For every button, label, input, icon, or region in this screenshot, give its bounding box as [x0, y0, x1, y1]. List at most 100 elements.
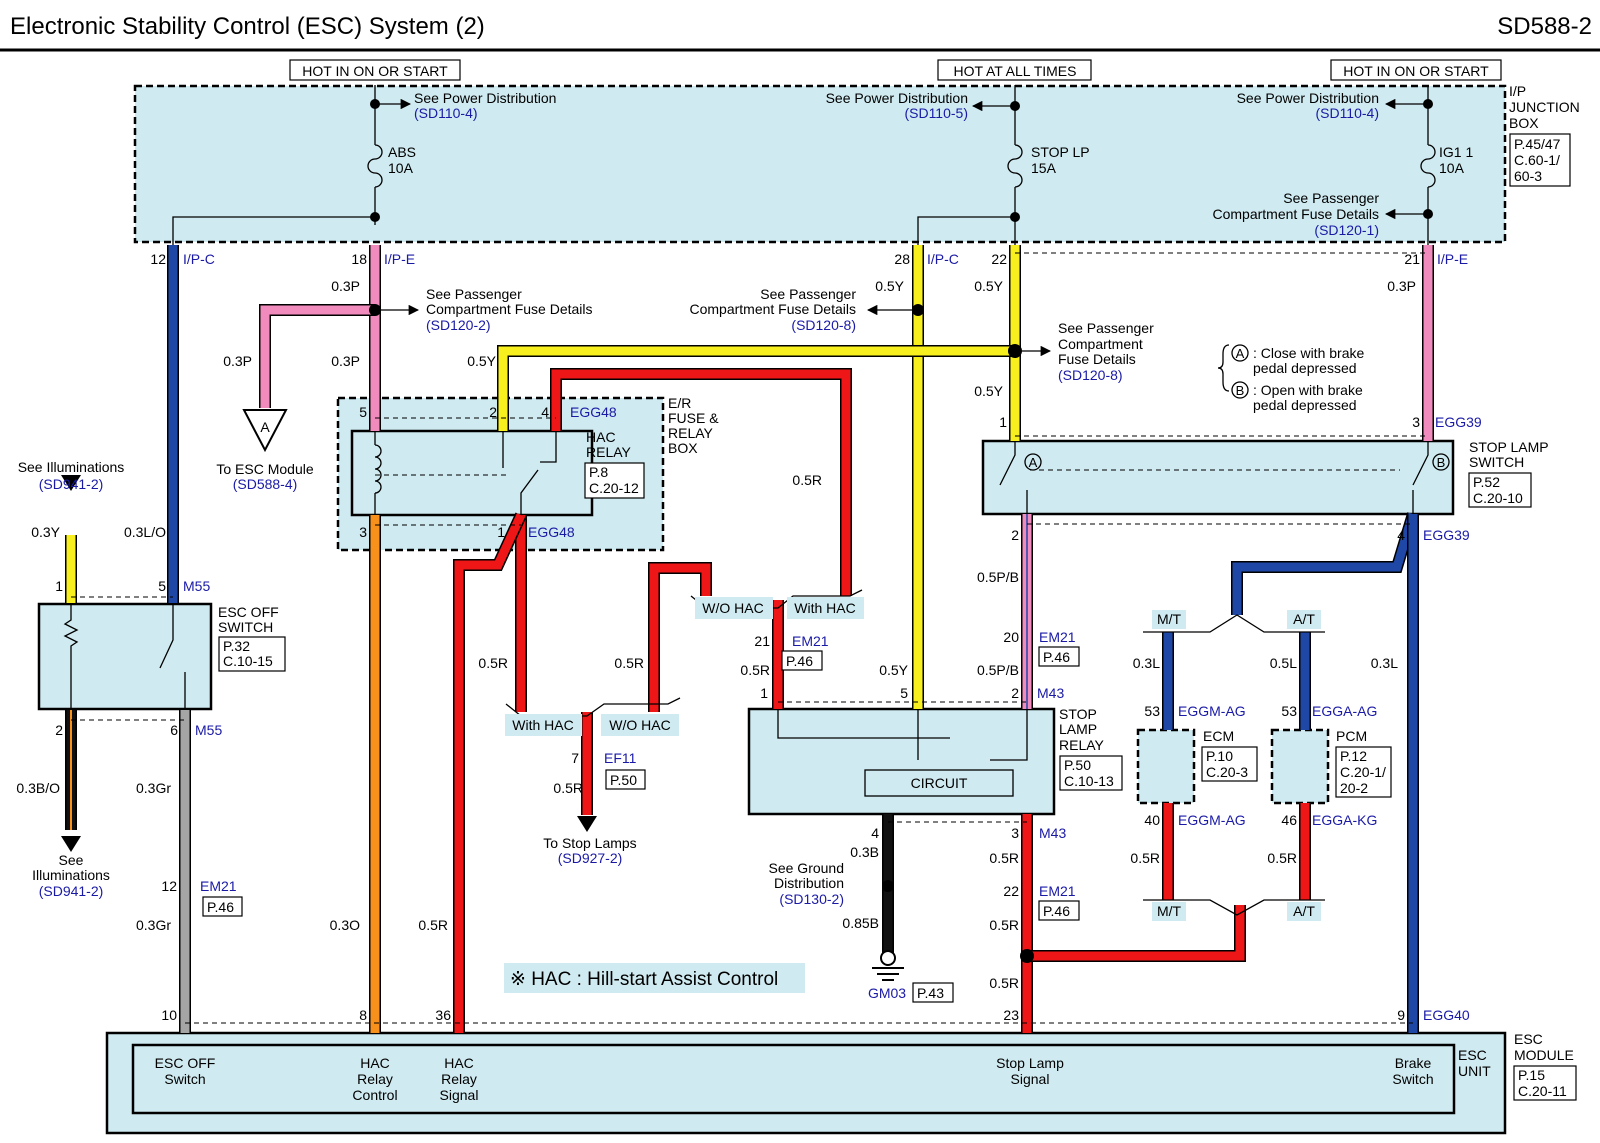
svg-text:2: 2 — [55, 722, 63, 738]
svg-text:RELAY: RELAY — [668, 425, 714, 441]
svg-text:M55: M55 — [183, 578, 210, 594]
svg-text:EGG48: EGG48 — [528, 524, 575, 540]
svg-text:0.5P/B: 0.5P/B — [977, 662, 1019, 678]
svg-text:P.50: P.50 — [1064, 757, 1091, 773]
svg-text:22: 22 — [1003, 883, 1019, 899]
connector-a-triangle — [242, 409, 288, 453]
svg-text:Switch: Switch — [1392, 1071, 1433, 1087]
svg-text:C.20-3: C.20-3 — [1206, 764, 1248, 780]
svg-text:SWITCH: SWITCH — [1469, 454, 1524, 470]
svg-text:(SD120-8): (SD120-8) — [1058, 367, 1123, 383]
svg-text:P.43: P.43 — [917, 985, 944, 1001]
svg-text:Signal: Signal — [440, 1087, 479, 1103]
svg-text:0.3L: 0.3L — [1371, 655, 1398, 671]
svg-text:21: 21 — [754, 633, 770, 649]
labels: See Power Distribution (SD110-4) See Pow… — [16, 83, 1580, 1101]
svg-text:See Ground: See Ground — [769, 860, 845, 876]
svg-text:0.5R: 0.5R — [553, 780, 583, 796]
svg-text:ABS: ABS — [388, 144, 416, 160]
svg-text:1: 1 — [55, 578, 63, 594]
junction-dots — [369, 99, 1433, 963]
svg-text:6: 6 — [170, 722, 178, 738]
svg-text:With HAC: With HAC — [512, 717, 573, 733]
svg-text:A: A — [1236, 346, 1245, 361]
svg-text:EGGM-AG: EGGM-AG — [1178, 812, 1246, 828]
svg-text:3: 3 — [1412, 414, 1420, 430]
svg-text:PCM: PCM — [1336, 728, 1367, 744]
svg-text:(SD941-2): (SD941-2) — [39, 883, 104, 899]
svg-text:0.5R: 0.5R — [989, 975, 1019, 991]
arrow-down-icon — [577, 816, 597, 832]
svg-text:4: 4 — [1397, 527, 1405, 543]
svg-text:C.20-11: C.20-11 — [1518, 1083, 1567, 1099]
svg-text:5: 5 — [900, 685, 908, 701]
svg-text:Control: Control — [352, 1087, 397, 1103]
svg-text:: Open with brake: : Open with brake — [1253, 382, 1363, 398]
ecm-box — [1136, 728, 1196, 805]
svg-text:pedal depressed: pedal depressed — [1253, 397, 1357, 413]
svg-text:7: 7 — [571, 750, 579, 766]
svg-text:(SD927-2): (SD927-2) — [558, 850, 623, 866]
svg-text:STOP LAMP: STOP LAMP — [1469, 439, 1549, 455]
svg-text:12: 12 — [161, 878, 177, 894]
svg-text:※ HAC : Hill-start Assist Cont: ※ HAC : Hill-start Assist Control — [510, 969, 778, 990]
svg-text:M/T: M/T — [1157, 611, 1182, 627]
svg-text:18: 18 — [351, 251, 367, 267]
svg-text:0.3Gr: 0.3Gr — [136, 780, 171, 796]
svg-text:To Stop Lamps: To Stop Lamps — [543, 835, 636, 851]
svg-text:JUNCTION: JUNCTION — [1509, 99, 1580, 115]
svg-text:36: 36 — [435, 1007, 451, 1023]
svg-text:0.3B: 0.3B — [850, 844, 879, 860]
svg-text:See Passenger: See Passenger — [426, 286, 522, 302]
svg-text:0.3P: 0.3P — [1387, 278, 1416, 294]
svg-text:EGG39: EGG39 — [1435, 414, 1482, 430]
svg-text:0.5Y: 0.5Y — [879, 662, 908, 678]
svg-text:0.3O: 0.3O — [330, 917, 360, 933]
svg-text:5: 5 — [158, 578, 166, 594]
svg-text:Switch: Switch — [164, 1071, 205, 1087]
svg-text:0.3P: 0.3P — [331, 353, 360, 369]
svg-text:2: 2 — [1011, 527, 1019, 543]
svg-text:0.5R: 0.5R — [418, 917, 448, 933]
svg-text:HAC: HAC — [586, 429, 616, 445]
svg-text:(SD110-5): (SD110-5) — [904, 105, 968, 121]
svg-text:10A: 10A — [1439, 160, 1465, 176]
svg-text:SWITCH: SWITCH — [218, 619, 273, 635]
svg-text:60-3: 60-3 — [1514, 168, 1542, 184]
svg-text:Brake: Brake — [1395, 1055, 1432, 1071]
svg-text:P.45/47: P.45/47 — [1514, 136, 1561, 152]
svg-text:EM21: EM21 — [1039, 629, 1076, 645]
svg-text:(SD120-8): (SD120-8) — [791, 317, 856, 333]
svg-text:Stop Lamp: Stop Lamp — [996, 1055, 1064, 1071]
svg-text:C.20-1/: C.20-1/ — [1340, 764, 1386, 780]
svg-text:C.10-15: C.10-15 — [223, 653, 273, 669]
svg-text:P.46: P.46 — [1043, 649, 1070, 665]
svg-text:EM21: EM21 — [200, 878, 237, 894]
svg-text:M/T: M/T — [1157, 903, 1182, 919]
svg-text:2: 2 — [1011, 685, 1019, 701]
svg-text:0.5L: 0.5L — [1270, 655, 1297, 671]
svg-text:(SD110-4): (SD110-4) — [414, 105, 478, 121]
arrow-down-icon — [61, 836, 81, 852]
svg-text:C.10-13: C.10-13 — [1064, 773, 1114, 789]
stop-lamp-relay-box — [747, 707, 1056, 816]
svg-text:GM03: GM03 — [868, 985, 906, 1001]
svg-text:See Passenger: See Passenger — [1283, 190, 1379, 206]
svg-text:9: 9 — [1397, 1007, 1405, 1023]
svg-text:STOP LP: STOP LP — [1031, 144, 1090, 160]
svg-text:A: A — [1029, 455, 1038, 470]
svg-text:C.60-1/: C.60-1/ — [1514, 152, 1560, 168]
svg-text:RELAY: RELAY — [586, 444, 632, 460]
svg-text:EGG48: EGG48 — [570, 404, 617, 420]
svg-text:EGGA-KG: EGGA-KG — [1312, 812, 1377, 828]
svg-text:EGGA-AG: EGGA-AG — [1312, 703, 1377, 719]
svg-text:With HAC: With HAC — [794, 600, 855, 616]
svg-text:A: A — [260, 419, 270, 435]
page-title: Electronic Stability Control (ESC) Syste… — [10, 13, 485, 40]
svg-text:A/T: A/T — [1293, 611, 1315, 627]
svg-text:ESC OFF: ESC OFF — [218, 604, 279, 620]
svg-text:: Close with brake: : Close with brake — [1253, 345, 1364, 361]
svg-text:23: 23 — [1003, 1007, 1019, 1023]
power-labels: HOT IN ON OR START HOT AT ALL TIMES HOT … — [289, 59, 1502, 81]
svg-text:3: 3 — [359, 524, 367, 540]
